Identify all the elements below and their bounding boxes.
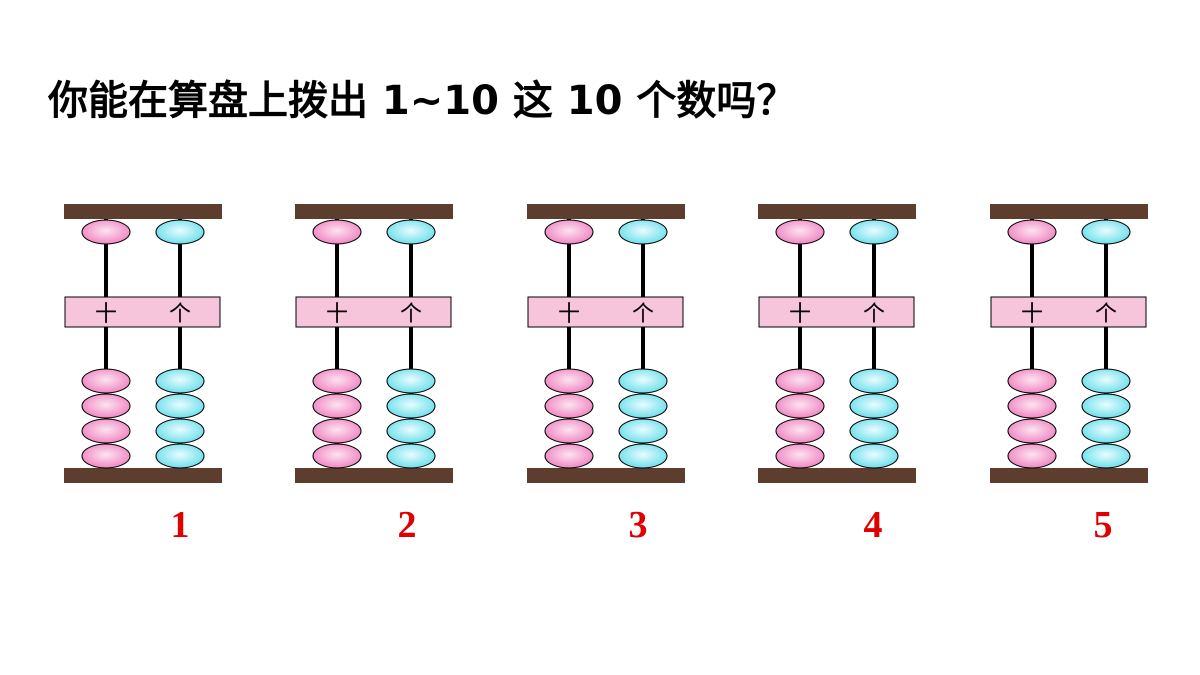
tens-lower-bead [544,418,594,444]
ones-lower-bead [849,368,899,394]
tens-lower-bead [1007,368,1057,394]
ones-lower-bead [849,418,899,444]
beam [758,296,915,328]
abacus-2: 十 个 [295,200,455,490]
tens-lower-bead [81,418,131,444]
number-label-1: 1 [170,504,190,546]
tens-lower-bead [775,393,825,419]
number-label-2: 2 [397,504,417,546]
ones-lower-bead [155,418,205,444]
abacus-frame [527,204,685,483]
top-frame-bar [295,204,453,219]
tens-lower-bead [81,368,131,394]
tens-upper-bead [81,219,131,245]
abacus-4: 十 个 [758,200,918,490]
tens-lower-bead [81,443,131,469]
tens-lower-bead [775,368,825,394]
tens-lower-bead [312,418,362,444]
ones-upper-bead [1081,219,1131,245]
tens-lower-bead [312,443,362,469]
ones-lower-bead [386,418,436,444]
ones-label: 个 [1094,302,1117,327]
beam [64,296,221,328]
ones-lower-bead [618,368,668,394]
tens-upper-bead [1007,219,1057,245]
top-frame-bar [64,204,222,219]
bottom-frame-bar [295,468,453,483]
tens-lower-bead [312,393,362,419]
abacus-3: 十 个 [527,200,687,490]
bottom-frame-bar [64,468,222,483]
tens-label: 十 [788,302,811,327]
bottom-frame-bar [758,468,916,483]
tens-upper-bead [544,219,594,245]
ones-lower-bead [849,443,899,469]
ones-lower-bead [849,393,899,419]
ones-lower-bead [618,393,668,419]
top-frame-bar [527,204,685,219]
ones-lower-bead [1081,393,1131,419]
abacus-1: 十 个 [64,200,224,490]
tens-label: 十 [1020,302,1043,327]
tens-lower-bead [1007,443,1057,469]
beam [295,296,452,328]
beam [527,296,684,328]
top-frame-bar [990,204,1148,219]
ones-label: 个 [631,302,654,327]
tens-label: 十 [557,302,580,327]
ones-upper-bead [618,219,668,245]
tens-label: 十 [325,302,348,327]
ones-label: 个 [168,302,191,327]
bottom-frame-bar [527,468,685,483]
abacus-frame [64,204,222,483]
ones-lower-bead [155,368,205,394]
ones-upper-bead [155,219,205,245]
abacus-5: 十 个 [990,200,1150,490]
ones-lower-bead [1081,368,1131,394]
top-frame-bar [758,204,916,219]
abacus-frame [990,204,1148,483]
tens-lower-bead [1007,418,1057,444]
ones-lower-bead [618,418,668,444]
tens-lower-bead [544,393,594,419]
question-title: 你能在算盘上拨出 1~10 这 10 个数吗？ [48,78,797,124]
tens-upper-bead [775,219,825,245]
tens-upper-bead [312,219,362,245]
ones-lower-bead [386,443,436,469]
ones-lower-bead [1081,418,1131,444]
number-label-4: 4 [863,504,883,546]
abacus-frame [758,204,916,483]
bottom-frame-bar [990,468,1148,483]
ones-lower-bead [618,443,668,469]
ones-lower-bead [386,393,436,419]
ones-lower-bead [155,443,205,469]
ones-label: 个 [399,302,422,327]
tens-lower-bead [775,443,825,469]
tens-lower-bead [1007,393,1057,419]
abacus-frame [295,204,453,483]
tens-lower-bead [544,443,594,469]
ones-upper-bead [386,219,436,245]
tens-label: 十 [94,302,117,327]
ones-lower-bead [155,393,205,419]
beam [990,296,1147,328]
ones-label: 个 [862,302,885,327]
ones-lower-bead [1081,443,1131,469]
ones-upper-bead [849,219,899,245]
tens-lower-bead [775,418,825,444]
tens-lower-bead [81,393,131,419]
ones-lower-bead [386,368,436,394]
number-label-5: 5 [1093,504,1113,546]
tens-lower-bead [312,368,362,394]
number-label-3: 3 [628,504,648,546]
tens-lower-bead [544,368,594,394]
